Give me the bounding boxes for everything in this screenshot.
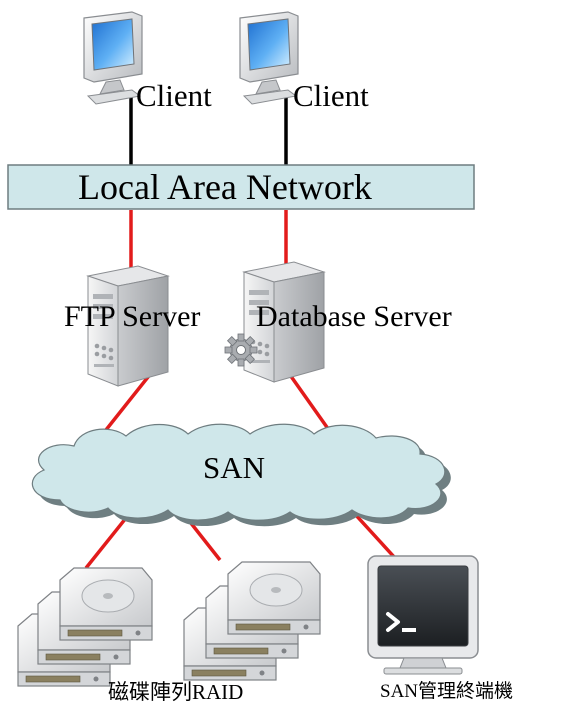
terminal-monitor-icon (367, 555, 479, 675)
client-label: Client (293, 78, 369, 113)
lan-label: Local Area Network (78, 167, 372, 207)
client-monitor-icon (239, 11, 299, 105)
client-monitor-icon (83, 11, 143, 105)
lan-bar (7, 164, 475, 210)
gear-icon (224, 333, 258, 367)
san-cloud (31, 423, 451, 527)
database-server-label: Database Server (256, 300, 452, 333)
raid-array-left (17, 567, 153, 687)
raid-label: 磁碟陣列RAID (108, 680, 244, 704)
san-label: SAN (203, 450, 266, 485)
client-label: Client (136, 78, 212, 113)
raid-array-right (183, 561, 321, 681)
terminal-label: SAN管理終端機 (380, 681, 514, 702)
hard-disk-icon (59, 567, 153, 641)
hard-disk-icon (227, 561, 321, 635)
ftp-server-label: FTP Server (64, 300, 201, 333)
